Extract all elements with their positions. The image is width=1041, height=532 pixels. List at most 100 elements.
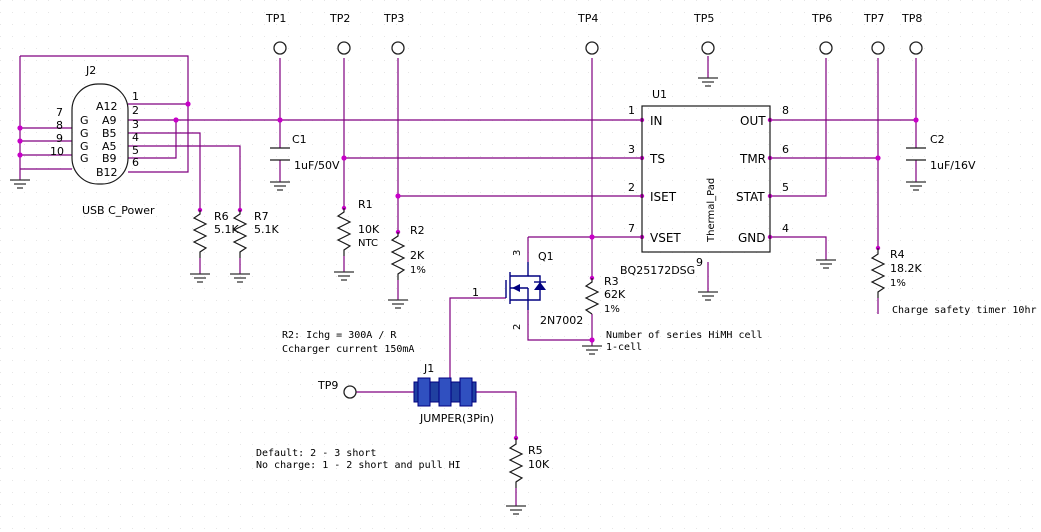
c1-ref: C1 (292, 133, 307, 146)
ground-icon (816, 259, 836, 269)
r4-value: 18.2K (890, 262, 922, 275)
ic-u1-charger[interactable]: U1 BQ25172DSG Thermal_Pad 9 1 IN 3 TS 2 … (620, 88, 789, 277)
u1-thermal-pad: Thermal_Pad (706, 178, 717, 243)
note-cell-count: 1-cell (606, 342, 642, 353)
ground-icon (334, 271, 354, 281)
resistor-r3[interactable]: R3 62K 1% (584, 275, 626, 315)
tp1-label: TP1 (265, 12, 286, 25)
r3-value: 62K (604, 288, 626, 301)
j2-g-label: G (80, 127, 89, 140)
resistor-r5[interactable]: R5 10K (508, 438, 550, 488)
mosfet-q1[interactable]: Q1 2N7002 1 3 2 (472, 250, 583, 330)
test-point-tp3[interactable]: TP3 (383, 12, 405, 55)
r2-ref: R2 (410, 224, 425, 237)
note-charger-current: Ccharger current 150mA (282, 344, 414, 355)
tp4-label: TP4 (577, 12, 598, 25)
ground-symbols (10, 77, 926, 515)
test-point-tp2[interactable]: TP2 (329, 12, 351, 55)
j2-pin-num: 7 (56, 106, 63, 119)
q1-pin-gate: 1 (472, 286, 479, 299)
resistor-r4[interactable]: R4 18.2K 1% (870, 248, 922, 298)
r2-value: 2K (410, 249, 425, 262)
notes: R2: Ichg = 300A / R Ccharger current 150… (256, 305, 1037, 471)
u1-pin-num: 4 (782, 222, 789, 235)
j2-pin-num: 10 (50, 145, 64, 158)
c2-value: 1uF/16V (930, 159, 976, 172)
u1-pin-vset: VSET (650, 231, 681, 245)
j2-pin-b12: B12 (96, 166, 118, 179)
u1-pin-out: OUT (740, 114, 766, 128)
resistor-r1[interactable]: R1 10K NTC (336, 198, 380, 256)
u1-pin-in: IN (650, 114, 663, 128)
q1-pin-source: 2 (512, 324, 523, 330)
r5-value: 10K (528, 458, 550, 471)
j2-pin-a12: A12 (96, 100, 118, 113)
r5-ref: R5 (528, 444, 543, 457)
test-point-tp4[interactable]: TP4 (577, 12, 599, 55)
wires (19, 55, 917, 506)
r6-value: 5.1K (214, 223, 239, 236)
u1-pin-ts: TS (649, 152, 665, 166)
u1-pin-tmr: TMR (739, 152, 766, 166)
test-point-tp7[interactable]: TP7 (863, 12, 885, 55)
capacitor-c2[interactable]: C2 1uF/16V (906, 133, 976, 172)
q1-value: 2N7002 (540, 314, 583, 327)
note-no-charge: No charge: 1 - 2 short and pull HI (256, 460, 461, 471)
ground-icon (230, 273, 250, 283)
u1-pin-num: 6 (782, 143, 789, 156)
tp8-label: TP8 (901, 12, 922, 25)
r6-ref: R6 (214, 210, 229, 223)
test-point-tp8[interactable]: TP8 (901, 12, 923, 55)
j2-g-label: G (80, 140, 89, 153)
note-r2-formula: R2: Ichg = 300A / R (282, 330, 397, 341)
capacitor-c1[interactable]: C1 1uF/50V (270, 133, 340, 172)
tp3-label: TP3 (383, 12, 404, 25)
q1-ref: Q1 (538, 250, 554, 263)
test-point-tp6[interactable]: TP6 (811, 12, 833, 55)
j2-pin-b9: B9 (102, 152, 117, 165)
ground-icon (582, 345, 602, 355)
usb-c-connector-j2[interactable]: J2 USB C_Power A12 A9 B5 A5 B9 B12 G G G… (50, 64, 155, 217)
u1-pin-stat: STAT (736, 190, 765, 204)
j2-value: USB C_Power (82, 204, 155, 217)
ground-icon (698, 77, 718, 87)
test-point-tp9[interactable]: TP9 (317, 379, 357, 399)
tp6-label: TP6 (811, 12, 832, 25)
u1-pin-num: 5 (782, 181, 789, 194)
jumper-j1[interactable]: J1 JUMPER(3Pin) (413, 362, 494, 425)
u1-ref: U1 (652, 88, 667, 101)
j2-pin-num: 8 (56, 119, 63, 132)
u1-pin-num: 1 (628, 104, 635, 117)
r4-ref: R4 (890, 248, 905, 261)
resistor-r2[interactable]: R2 2K 1% (390, 224, 426, 280)
tp7-label: TP7 (863, 12, 884, 25)
q1-pin-drain: 3 (512, 250, 523, 256)
ground-icon (270, 181, 290, 191)
j2-pin-num: 1 (132, 90, 139, 103)
junctions (17, 101, 919, 441)
j1-value: JUMPER(3Pin) (419, 412, 494, 425)
j2-ref: J2 (85, 64, 96, 77)
u1-pin-gnd: GND (738, 231, 766, 245)
ground-icon (698, 291, 718, 301)
test-point-tp1[interactable]: TP1 (265, 12, 287, 55)
r4-tolerance: 1% (890, 278, 906, 289)
u1-part: BQ25172DSG (620, 264, 695, 277)
ground-icon (506, 505, 526, 515)
u1-pin-num: 3 (628, 143, 635, 156)
note-series-cells: Number of series HiMH cell (606, 330, 763, 341)
test-point-tp5[interactable]: TP5 (693, 12, 715, 55)
j2-pin-num: 3 (132, 118, 139, 131)
resistor-r6[interactable]: R6 5.1K (192, 210, 239, 258)
r3-tolerance: 1% (604, 304, 620, 315)
j2-g-label: G (80, 152, 89, 165)
r7-value: 5.1K (254, 223, 279, 236)
resistor-r7[interactable]: R7 5.1K (232, 210, 279, 258)
j2-g-label: G (80, 114, 89, 127)
j2-pin-a9: A9 (102, 114, 117, 127)
ground-icon (10, 179, 30, 189)
tp9-label: TP9 (317, 379, 338, 392)
j1-ref: J1 (423, 362, 434, 375)
r1-ntc: NTC (358, 238, 378, 249)
